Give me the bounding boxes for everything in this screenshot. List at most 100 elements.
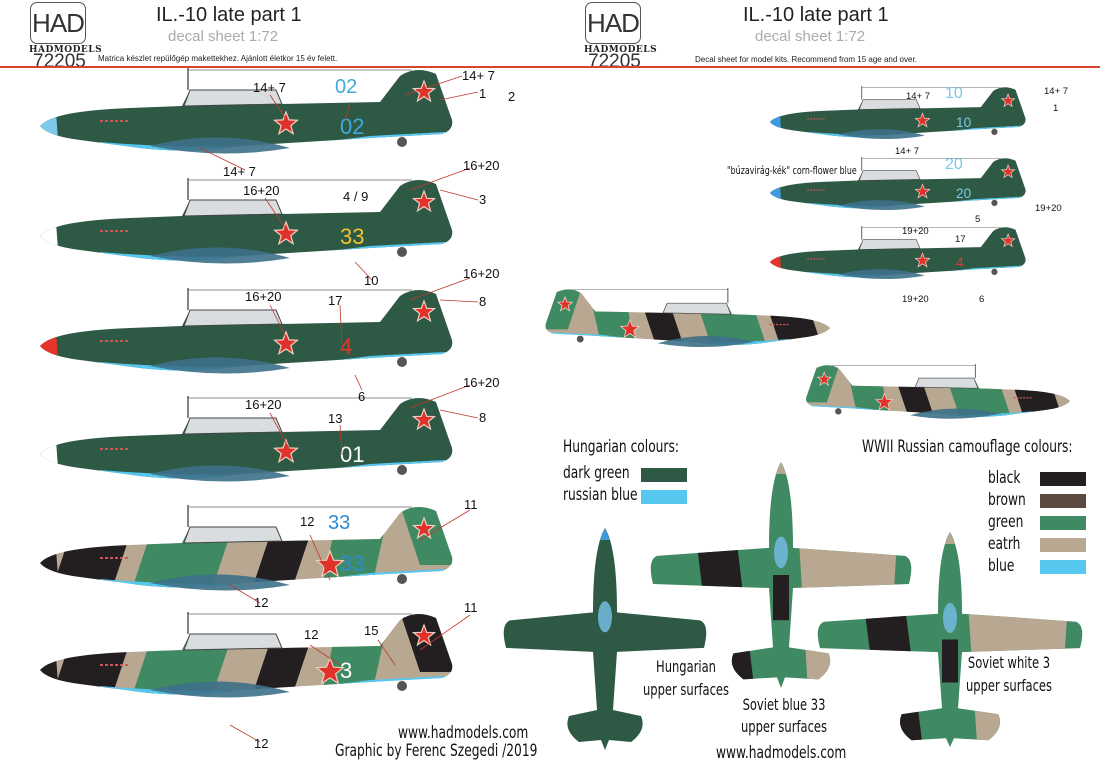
sheet-title: IL.-10 late part 1	[743, 4, 889, 26]
spinner	[40, 440, 58, 468]
callout-number: 33	[328, 512, 351, 534]
age-note-en: Decal sheet for model kits. Recommend fr…	[695, 55, 917, 64]
spinner	[770, 113, 782, 131]
canopy	[662, 302, 732, 315]
spinner	[776, 462, 786, 474]
callout-label: 14+ 7	[253, 80, 286, 95]
callout-label: 8	[479, 294, 487, 309]
fuselage-star	[272, 438, 300, 464]
wing-root	[657, 335, 755, 348]
callout-line	[344, 101, 351, 123]
callout-number: 10	[945, 85, 963, 102]
callout-line	[309, 644, 341, 666]
caption-hungarian-sub: upper surfaces	[643, 680, 729, 699]
callout-label: 2	[508, 89, 516, 104]
callout-label: 13	[328, 411, 343, 426]
product-code: 72205	[33, 51, 86, 72]
tail-star	[816, 371, 833, 386]
fuselage-number: 10	[956, 115, 972, 130]
sheet-title: IL.-10 late part 1	[156, 4, 302, 26]
spinner	[40, 549, 58, 577]
wing-root	[150, 574, 290, 591]
callout-label: 15	[364, 623, 379, 638]
callout-label: 4 / 9	[343, 189, 369, 204]
had-logo: HAD	[585, 2, 641, 44]
side-profile-left-6: 3	[40, 612, 453, 698]
camo-green-band	[845, 365, 891, 417]
caption-soviet-blue-33: Soviet blue 33	[742, 695, 826, 714]
canopy	[858, 170, 921, 181]
callout-line	[229, 584, 261, 604]
product-code: 72205	[588, 51, 641, 72]
had-logo: HAD	[30, 2, 86, 44]
fuselage-number: 33	[340, 551, 364, 576]
fuselage-star	[272, 110, 300, 136]
tail-wheel	[397, 137, 407, 147]
callout-line	[439, 189, 479, 201]
callout-line	[354, 261, 373, 281]
callout-line	[439, 409, 479, 419]
spinner	[40, 656, 58, 684]
legend-label: dark green	[563, 463, 630, 483]
caption-hungarian: Hungarian	[656, 657, 716, 676]
tail-star	[1000, 232, 1016, 248]
legend-swatch-brown	[1040, 494, 1086, 508]
callout-label: 1	[1053, 103, 1059, 114]
website-link[interactable]: www.hadmodels.com	[716, 743, 847, 761]
fuselage-star	[272, 220, 300, 246]
callout-label: 16+20	[463, 158, 500, 173]
camo-earth-band	[794, 462, 902, 688]
fuselage-star	[874, 392, 894, 411]
wing-root	[838, 129, 925, 140]
callout-label: 12	[304, 627, 319, 642]
wing-root	[838, 269, 925, 280]
callout-label: 11	[464, 497, 478, 512]
callout-label: 17	[955, 234, 966, 245]
side-profile-right-1: 10	[770, 86, 1026, 140]
paint	[650, 462, 912, 688]
spinner	[1058, 392, 1070, 411]
website-link[interactable]: www.hadmodels.com	[398, 723, 529, 743]
legend-label: black	[988, 468, 1021, 488]
callout-line	[404, 75, 463, 96]
wing-root	[150, 357, 290, 374]
callout-line	[264, 197, 291, 236]
fuselage-number: 4	[340, 334, 352, 359]
legend-label: green	[988, 512, 1024, 532]
tail-wheel	[397, 357, 407, 367]
canopy	[598, 601, 612, 633]
callout-line	[377, 639, 396, 666]
callout-number: 20	[945, 156, 963, 173]
callout-label: 16+20	[243, 183, 280, 198]
graphic-credit: Graphic by Ferenc Szegedi /2019	[335, 741, 538, 761]
camo-green-band	[320, 613, 390, 695]
callout-label: 14+ 7	[462, 68, 495, 83]
callout-line	[409, 167, 471, 191]
canopy	[183, 417, 283, 435]
fuselage-star	[914, 112, 931, 128]
wing-root	[838, 200, 925, 211]
callout-line	[354, 374, 363, 391]
fuselage-number: 4	[956, 255, 964, 270]
tail-wheel	[835, 408, 842, 415]
callout-label: 8	[479, 410, 487, 425]
callout-number: 02	[335, 76, 358, 98]
callout-line	[419, 509, 471, 541]
tail-wheel	[397, 574, 407, 584]
callout-line	[229, 724, 261, 743]
fuselage-number: 02	[340, 114, 364, 139]
tail-wheel	[397, 247, 407, 257]
callout-label: 6	[979, 294, 985, 305]
spinner	[600, 528, 610, 540]
callout-label: 14+ 7	[1044, 86, 1069, 97]
callout-label: 14+ 7	[895, 146, 920, 157]
tail-wheel	[576, 335, 584, 343]
tail-wheel	[397, 681, 407, 691]
side-profile-camo-1	[545, 288, 830, 348]
wing-root	[150, 247, 290, 264]
callout-label: 19+20	[902, 294, 929, 305]
fuselage-number: 33	[340, 224, 364, 249]
wing-root	[150, 465, 290, 482]
callout-label: 19+20	[902, 226, 929, 237]
